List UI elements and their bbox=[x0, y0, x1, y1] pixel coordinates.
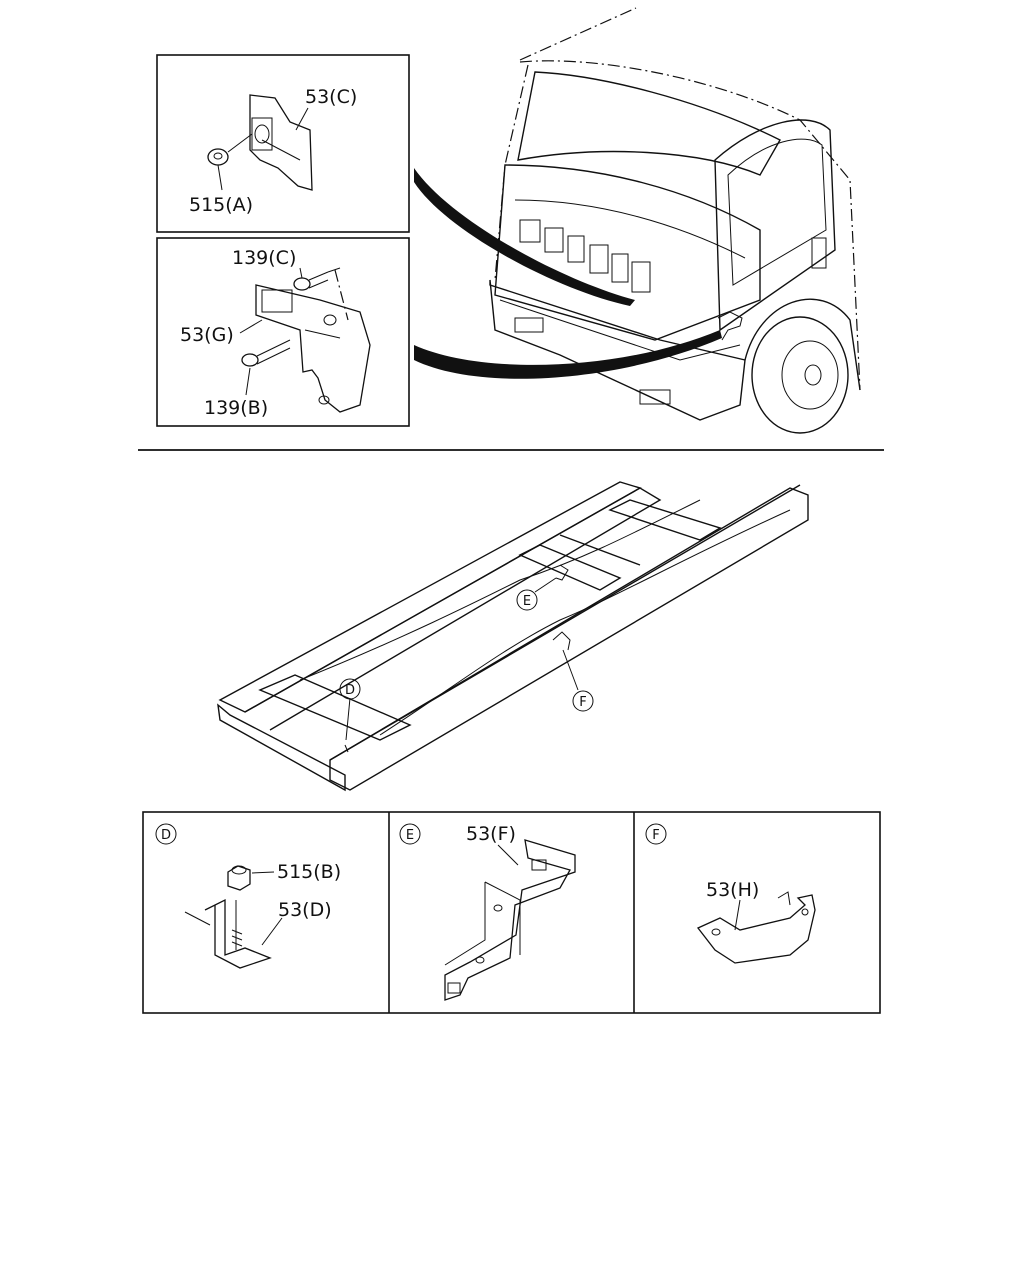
detail-box-upper-bracket bbox=[156, 54, 410, 233]
nut-515a bbox=[207, 133, 253, 166]
bracket-53f bbox=[444, 839, 576, 1001]
bolt-139b bbox=[241, 339, 291, 367]
svg-text:E: E bbox=[523, 594, 531, 609]
callout-53g: 53(G) bbox=[180, 324, 234, 346]
callout-53f: 53(F) bbox=[466, 823, 516, 845]
marker-d-panel: D bbox=[155, 823, 177, 845]
bracket-53g bbox=[255, 284, 371, 413]
svg-text:D: D bbox=[161, 828, 171, 843]
svg-text:D: D bbox=[345, 683, 355, 698]
bracket-53h bbox=[696, 891, 816, 964]
callout-139c: 139(C) bbox=[232, 247, 296, 269]
detail-panels-frame bbox=[142, 811, 881, 1014]
callout-53d: 53(D) bbox=[278, 899, 332, 921]
detail-box-bumper-bracket bbox=[156, 237, 410, 427]
svg-text:F: F bbox=[579, 695, 586, 710]
marker-e-panel: E bbox=[399, 823, 421, 845]
svg-text:E: E bbox=[406, 828, 414, 843]
marker-f-panel: F bbox=[645, 823, 667, 845]
marker-e-frame: E bbox=[516, 589, 538, 611]
callout-515b: 515(B) bbox=[277, 861, 341, 883]
callout-515a: 515(A) bbox=[189, 194, 253, 216]
svg-text:F: F bbox=[652, 828, 659, 843]
marker-f-frame: F bbox=[572, 690, 594, 712]
callout-139b: 139(B) bbox=[204, 397, 268, 419]
bracket-53d bbox=[184, 898, 272, 969]
bracket-53c bbox=[249, 94, 313, 191]
truck-cab-illustration bbox=[414, 7, 861, 434]
callout-53c: 53(C) bbox=[305, 86, 357, 108]
nut-515b bbox=[227, 865, 251, 891]
chassis-frame-illustration bbox=[217, 481, 809, 792]
callout-53h: 53(H) bbox=[706, 879, 759, 901]
marker-d-frame: D bbox=[339, 678, 361, 700]
